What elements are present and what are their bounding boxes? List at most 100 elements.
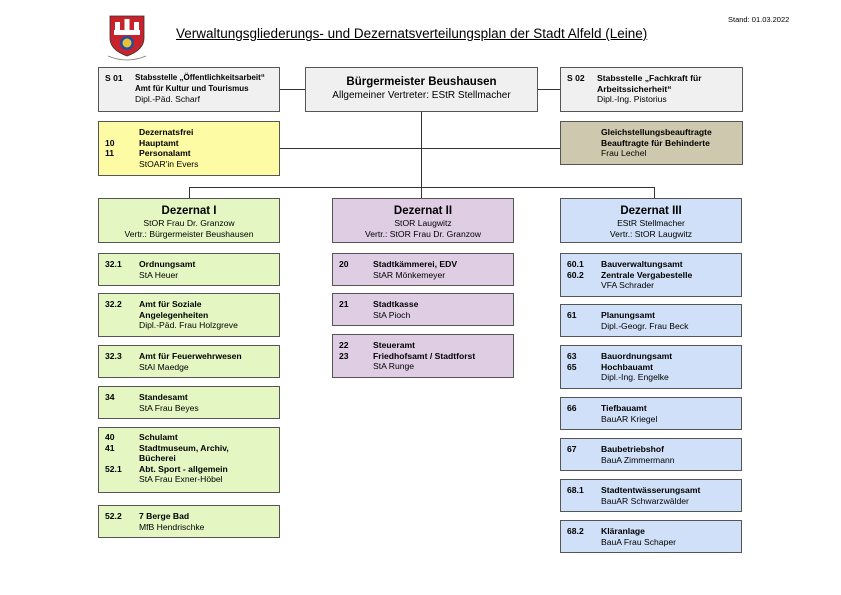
gleichstellung-person: Frau Lechel <box>601 148 647 159</box>
unit-person: StAI Maedge <box>139 361 189 372</box>
dezernatsfrei-label: Dezernatsfrei <box>139 127 194 137</box>
unit-number: 67 <box>567 444 577 454</box>
dezernat-1-header: Dezernat I StOR Frau Dr. Granzow Vertr.:… <box>98 198 280 243</box>
gleichstellung-line1: Gleichstellungsbeauftragte <box>601 127 712 137</box>
dezernatsfrei-person: StOAR'in Evers <box>139 158 199 169</box>
connector-trunk <box>421 112 422 198</box>
unit-number: 63 <box>567 351 577 361</box>
unit-number: 40 <box>105 432 115 442</box>
unit-number: 21 <box>339 299 349 309</box>
s02-line1: Stabsstelle „Fachkraft für <box>597 73 702 83</box>
mayor-box: Bürgermeister Beushausen Allgemeiner Ver… <box>305 67 538 112</box>
unit-name: Amt für Soziale <box>139 299 202 309</box>
unit-person: BauA Frau Schaper <box>601 536 677 547</box>
unit-person: BauAR Kriegel <box>601 413 658 424</box>
unit-name: Bauverwaltungsamt <box>601 259 683 269</box>
mayor-title: Bürgermeister Beushausen <box>346 76 497 88</box>
unit-person: StA Runge <box>373 361 415 372</box>
hauptamt-label: Hauptamt <box>139 137 179 148</box>
unit-number: 65 <box>567 361 577 372</box>
unit-number: 41 <box>105 442 115 453</box>
s02-line2: Arbeitssicherheit“ <box>597 83 672 94</box>
unit-name: Friedhofsamt / Stadtforst <box>373 350 476 361</box>
unit-number: 68.1 <box>567 485 584 495</box>
unit-name: Hochbauamt <box>601 361 654 372</box>
unit-box-32-1: 32.1 Ordnungsamt StA Heuer <box>98 253 280 286</box>
unit-name: Steueramt <box>373 340 416 350</box>
s02-person: Dipl.-Ing. Pistorius <box>597 94 667 105</box>
unit-number: 23 <box>339 350 349 361</box>
unit-box-32-2: 32.2 Amt für Soziale Angelegenheiten Dipl… <box>98 293 280 337</box>
connector-dez1 <box>189 187 190 198</box>
connector-s02 <box>538 89 560 90</box>
s01-number: S 01 <box>105 73 123 83</box>
unit-person: Dipl.-Ing. Engelke <box>601 372 669 383</box>
unit-name: Stadtentwässerungsamt <box>601 485 701 495</box>
unit-number: 32.3 <box>105 351 122 361</box>
dezernat-1-deputy: Vertr.: Bürgermeister Beushausen <box>124 228 254 239</box>
unit-box-52-2: 52.2 7 Berge Bad MfB Hendrischke <box>98 505 280 538</box>
unit-name: Stadtkasse <box>373 299 419 309</box>
dezernat-2-header: Dezernat II StOR Laugwitz Vertr.: StOR F… <box>332 198 514 243</box>
unit-box-67: 67 Baubetriebshof BauA Zimmermann <box>560 438 742 471</box>
dezernat-3-title: Dezernat III <box>620 205 682 217</box>
unit-number: 61 <box>567 310 577 320</box>
unit-box-63-65: 63 Bauordnungsamt 65 Hochbauamt Dipl.-Ing.… <box>560 345 742 389</box>
unit-person: StA Frau Exner-Höbel <box>139 474 223 485</box>
date-label: Stand: 01.03.2022 <box>728 15 790 24</box>
unit-name-cont: Bücherei <box>139 453 176 464</box>
s02-number: S 02 <box>567 73 585 83</box>
unit-name: Stadtmuseum, Archiv, <box>139 442 229 453</box>
dezernat-3-head: EStR Stellmacher <box>617 218 685 228</box>
unit-number: 32.1 <box>105 259 122 269</box>
page-title: Verwaltungsgliederungs- und Dezernatsver… <box>176 26 648 41</box>
unit-name: Stadtkämmerei, EDV <box>373 259 458 269</box>
dezernat-3-deputy: Vertr.: StOR Laugwitz <box>609 228 693 239</box>
unit-name: Kläranlage <box>601 526 645 536</box>
s01-line2: Amt für Kultur und Tourismus <box>135 83 249 93</box>
unit-name: Amt für Feuerwehrwesen <box>139 351 242 361</box>
unit-name: Standesamt <box>139 392 188 402</box>
unit-number: 60.1 <box>567 259 584 269</box>
personalamt-label: Personalamt <box>139 148 191 159</box>
unit-number: 22 <box>339 340 349 350</box>
unit-number: 60.2 <box>567 269 584 280</box>
unit-number: 52.1 <box>105 463 122 474</box>
dezernat-3-header: Dezernat III EStR Stellmacher Vertr.: St… <box>560 198 742 243</box>
unit-name-cont: Angelegenheiten <box>139 309 209 320</box>
gleichstellung-box: Gleichstellungsbeauftragte Beauftragte f… <box>560 121 743 165</box>
connector-dez3 <box>654 187 655 198</box>
unit-number-10: 10 <box>105 137 115 148</box>
unit-number: 66 <box>567 403 577 413</box>
unit-number: 32.2 <box>105 299 122 309</box>
s01-person: Dipl.-Päd. Scharf <box>135 94 200 105</box>
unit-person: MfB Hendrischke <box>139 521 205 532</box>
unit-number: 68.2 <box>567 526 584 536</box>
unit-person: StA Frau Beyes <box>139 402 199 413</box>
unit-box-68-2: 68.2 Kläranlage BauA Frau Schaper <box>560 520 742 553</box>
unit-name: Planungsamt <box>601 310 655 320</box>
unit-name: Ordnungsamt <box>139 259 196 269</box>
unit-name: 7 Berge Bad <box>139 511 190 521</box>
unit-name: Baubetriebshof <box>601 444 665 454</box>
unit-person: BauA Zimmermann <box>601 454 675 465</box>
s02-box: S 02 Stabsstelle „Fachkraft für Arbeitss… <box>560 67 743 112</box>
unit-name: Bauordnungsamt <box>601 351 673 361</box>
unit-person: Dipl.-Päd. Frau Holzgreve <box>139 320 238 331</box>
unit-number: 52.2 <box>105 511 122 521</box>
dezernat-1-head: StOR Frau Dr. Granzow <box>143 218 235 228</box>
dezernat-2-title: Dezernat II <box>393 205 453 217</box>
unit-person: StAR Mönkemeyer <box>373 269 446 280</box>
unit-name: Abt. Sport - allgemein <box>139 463 228 474</box>
unit-number-11: 11 <box>105 148 115 159</box>
unit-person: StA Heuer <box>139 269 179 280</box>
unit-number: 20 <box>339 259 349 269</box>
unit-person: VFA Schrader <box>601 280 655 291</box>
